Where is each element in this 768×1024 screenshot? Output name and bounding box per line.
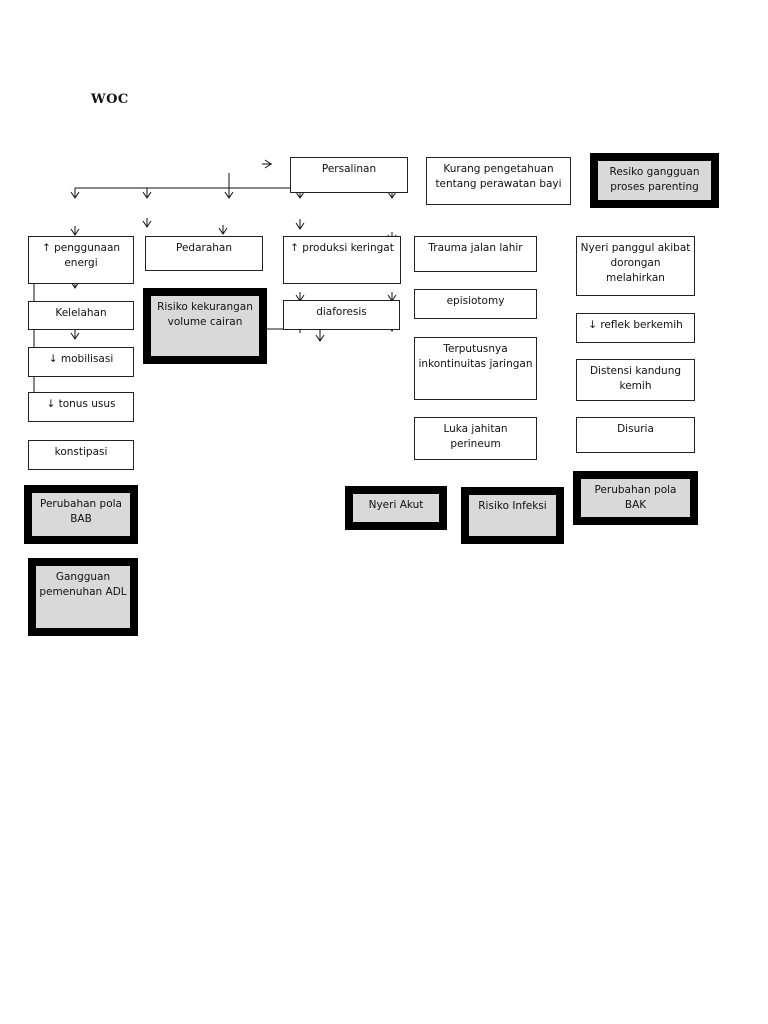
diagnosis-risiko-cairan: Risiko kekurangan volume cairan: [143, 288, 267, 364]
diagnosis-label: Gangguan pemenuhan ADL: [35, 565, 131, 629]
diagnosis-perubahan-bak: Perubahan pola BAK: [573, 471, 698, 525]
diagnosis-label: Perubahan pola BAB: [31, 492, 131, 537]
box-kelelahan: Kelelahan: [28, 301, 134, 330]
page-title: WOC: [91, 92, 129, 107]
box-tonus-usus: ↓ tonus usus: [28, 392, 134, 422]
box-nyeri-panggul: Nyeri panggul akibat dorongan melahirkan: [576, 236, 695, 296]
box-mobilisasi: ↓ mobilisasi: [28, 347, 134, 377]
box-kurang-pengetahuan: Kurang pengetahuan tentang perawatan bay…: [426, 157, 571, 205]
box-distensi-kandung-kemih: Distensi kandung kemih: [576, 359, 695, 401]
box-trauma-jalan-lahir: Trauma jalan lahir: [414, 236, 537, 272]
diagnosis-risiko-infeksi: Risiko Infeksi: [461, 487, 564, 544]
diagnosis-label: Perubahan pola BAK: [580, 478, 691, 518]
diagnosis-resiko-parenting: Resiko gangguan proses parenting: [590, 153, 719, 208]
box-persalinan: Persalinan: [290, 157, 408, 193]
diagnosis-nyeri-akut: Nyeri Akut: [345, 486, 447, 530]
diagnosis-label: Resiko gangguan proses parenting: [597, 160, 712, 201]
box-episiotomy: episiotomy: [414, 289, 537, 319]
box-pedarahan: Pedarahan: [145, 236, 263, 271]
box-produksi-keringat: ↑ produksi keringat: [283, 236, 401, 284]
box-disuria: Disuria: [576, 417, 695, 453]
box-konstipasi: konstipasi: [28, 440, 134, 470]
diagnosis-label: Risiko kekurangan volume cairan: [150, 295, 260, 357]
box-terputusnya-jaringan: Terputusnya inkontinuitas jaringan: [414, 337, 537, 400]
box-reflek-berkemih: ↓ reflek berkemih: [576, 313, 695, 343]
box-luka-jahitan: Luka jahitan perineum: [414, 417, 537, 460]
diagnosis-perubahan-bab: Perubahan pola BAB: [24, 485, 138, 544]
diagnosis-label: Nyeri Akut: [352, 493, 440, 523]
box-diaforesis: diaforesis: [283, 300, 400, 330]
box-penggunaan-energi: ↑ penggunaan energi: [28, 236, 134, 284]
diagnosis-gangguan-adl: Gangguan pemenuhan ADL: [28, 558, 138, 636]
diagnosis-label: Risiko Infeksi: [468, 494, 557, 537]
